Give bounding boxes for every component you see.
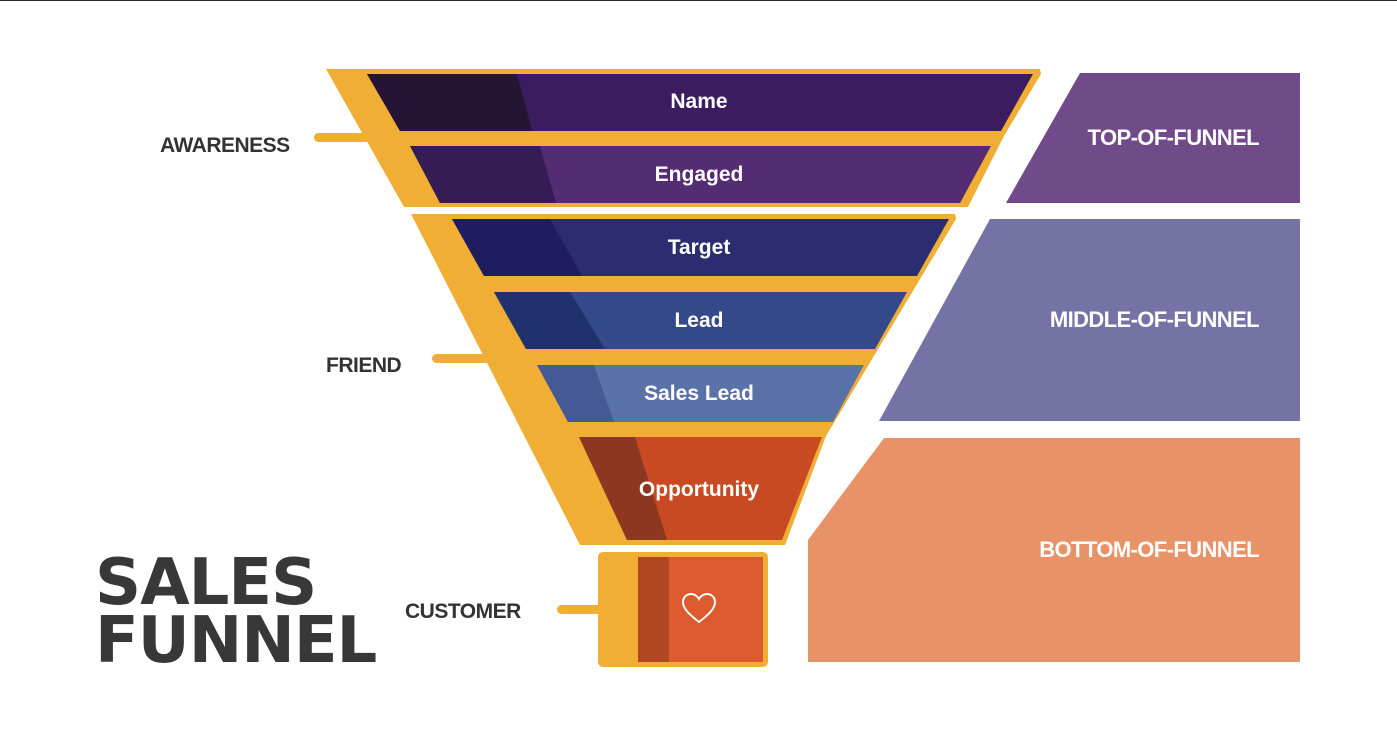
stage-label-lead: Lead (674, 309, 723, 332)
panels: TOP-OF-FUNNEL MIDDLE-OF-FUNNEL BOTTOM-OF… (808, 73, 1300, 662)
funnel-stages (367, 74, 1033, 540)
friend-connector (432, 354, 492, 363)
funnel-stage-band (452, 219, 949, 276)
panel-label-middle: MIDDLE-OF-FUNNEL (1050, 307, 1259, 332)
heart-icon (681, 592, 717, 624)
funnel-stage-shade (367, 74, 532, 131)
panel-label-bottom: BOTTOM-OF-FUNNEL (1039, 537, 1259, 562)
stage-label-name: Name (670, 90, 727, 113)
funnel-stage-band (367, 74, 1033, 131)
customer-connector (557, 605, 602, 614)
panel-top-of-funnel (1006, 73, 1300, 203)
funnel-stage-band (494, 292, 907, 349)
panel-bottom-of-funnel (808, 438, 1300, 662)
customer-box (638, 557, 763, 662)
panel-label-top: TOP-OF-FUNNEL (1088, 125, 1260, 150)
side-label-friend: FRIEND (326, 354, 402, 377)
stage-label-sales-lead: Sales Lead (644, 382, 754, 405)
funnel-stage-shade (452, 219, 582, 276)
awareness-connector (314, 133, 370, 142)
top-border (0, 0, 1397, 1)
side-label-customer: CUSTOMER (405, 600, 521, 623)
title-line-2: FUNNEL (95, 604, 377, 678)
funnel-stage-band (537, 365, 864, 422)
funnel-stage-shade (537, 365, 614, 422)
panel-middle-of-funnel (879, 219, 1300, 421)
stage-label-target: Target (668, 236, 731, 259)
funnel-stage-shade (410, 146, 556, 203)
funnel-stage-shade (579, 437, 667, 540)
funnel-stage-band (410, 146, 991, 203)
title-line-1: SALES (95, 546, 316, 620)
stage-label-opportunity: Opportunity (639, 478, 759, 501)
stage-label-engaged: Engaged (655, 163, 744, 186)
side-label-awareness: AWARENESS (160, 134, 290, 157)
customer-box-shade (638, 557, 669, 662)
funnel-stage-shade (494, 292, 605, 349)
